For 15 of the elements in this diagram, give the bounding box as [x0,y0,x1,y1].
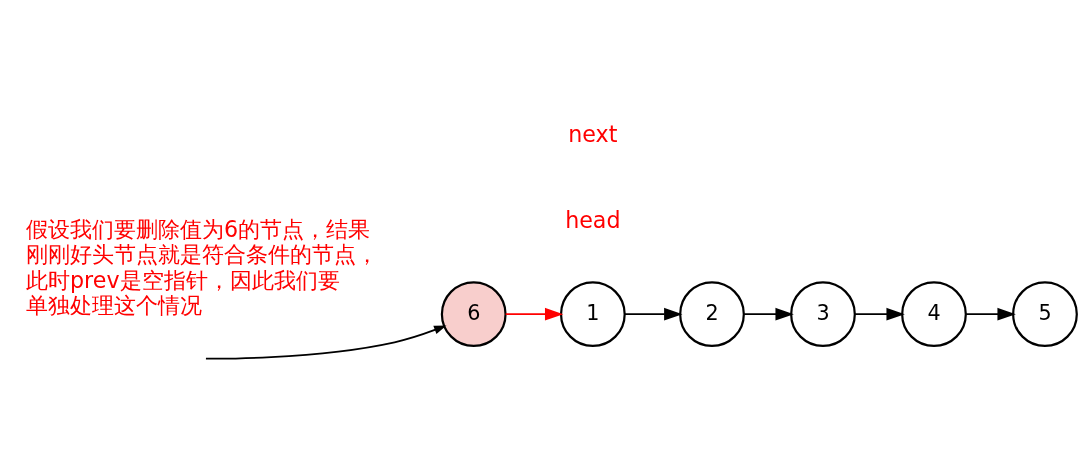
node-circle: 2 [679,280,745,347]
node-circle: 1 [559,280,626,347]
label: next [568,120,618,147]
arrow [623,307,683,321]
arrow [205,324,447,359]
node-circle: 3 [790,280,856,347]
arrow [743,307,794,321]
node-circle: 4 [901,280,967,347]
node-circle: 6 [440,280,507,347]
label: head [565,206,621,233]
arrow [504,307,564,321]
arrow [965,307,1016,321]
node-circle: 5 [1012,280,1078,347]
label: 假设我们要删除值为6的节点，结果刚刚好头节点就是符合条件的节点，此时prev是空指针，因此我们要单独处理这个情况 [26,215,379,318]
arrow [854,307,905,321]
